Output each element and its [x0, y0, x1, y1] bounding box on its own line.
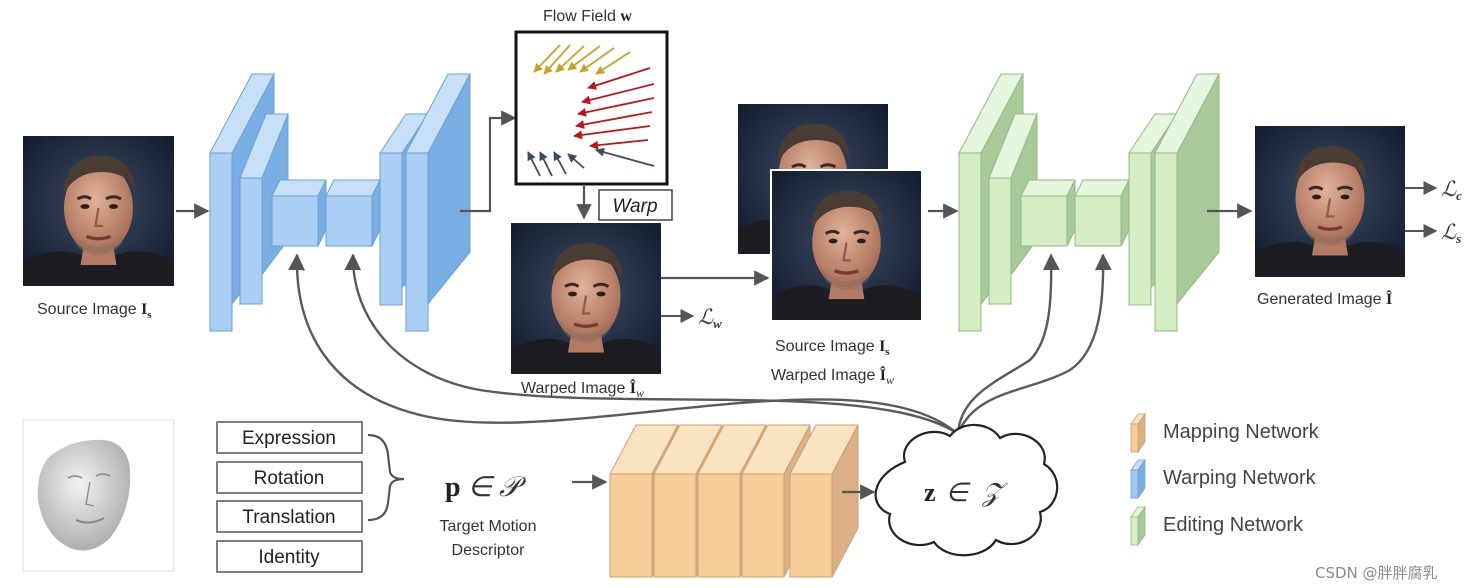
flow-vector [539, 151, 553, 177]
flow-vector [595, 51, 631, 75]
pair-caption-warped: Warped Image Îw [771, 365, 894, 387]
image-pair-front [770, 169, 921, 320]
edit-layer-4 [1154, 72, 1220, 333]
flow-vector [579, 47, 615, 73]
warped-image-caption: Warped Image Îw [521, 378, 644, 400]
generated-image [1255, 126, 1405, 277]
curve-to-edit-bottleneck-2 [956, 253, 1112, 435]
edit-bottleneck-1 [1020, 179, 1076, 247]
flow-vector [543, 44, 571, 75]
flow-vector [587, 67, 651, 90]
target-motion-label-1: Target Motion [440, 518, 537, 535]
motion-formula: p ∈ 𝒫 [445, 472, 527, 503]
descriptor-expression: Expression [216, 421, 363, 454]
descriptor-identity: Identity [216, 540, 363, 573]
svg-text:Translation: Translation [242, 507, 335, 528]
pair-caption-source: Source Image Is [775, 338, 890, 358]
legend: Mapping Network Warping Network Editing … [1130, 412, 1320, 547]
loss-w: ℒw [698, 305, 722, 331]
curve-to-edit-bottleneck-1 [956, 253, 1060, 435]
flow-vector [527, 151, 541, 177]
curve-to-warp-bottleneck-2 [344, 253, 959, 435]
latent-feedback-curves [288, 253, 1112, 435]
flow-vector [567, 45, 601, 71]
watermark: CSDN @胖胖腐乳 [1315, 564, 1438, 582]
warp-bottleneck-2 [325, 179, 381, 247]
descriptor-brace [367, 433, 405, 522]
descriptor-list: Expression Rotation Translation Identity [216, 421, 363, 573]
svg-text:Warping Network: Warping Network [1163, 467, 1317, 489]
face-mesh-image [22, 419, 175, 572]
svg-text:Mapping Network: Mapping Network [1163, 421, 1320, 443]
map-layer-4 [741, 424, 811, 578]
legend-mapping-network: Mapping Network [1130, 412, 1320, 454]
flow-vector [567, 153, 585, 169]
curve-to-warp-bottleneck-1 [288, 253, 959, 435]
flow-vector [577, 97, 655, 117]
legend-warping-network: Warping Network [1130, 458, 1317, 500]
warp-layer-4 [405, 72, 471, 333]
legend-editing-network: Editing Network [1130, 505, 1304, 547]
flow-vector [575, 111, 653, 129]
flow-vector [589, 139, 649, 150]
loss-s: ℒs [1441, 220, 1461, 246]
editing-network [958, 72, 1220, 333]
legend-swatch-warping [1130, 469, 1139, 499]
loss-c: ℒc [1441, 177, 1462, 203]
svg-text:Editing Network: Editing Network [1163, 514, 1304, 536]
warp-bottleneck-1 [271, 179, 327, 247]
edit-layer-2 [988, 112, 1038, 306]
warping-network [209, 72, 471, 333]
warped-image [511, 223, 661, 374]
source-image [23, 136, 174, 286]
flow-vector [555, 45, 585, 73]
map-layer-5 [789, 424, 859, 578]
legend-swatch-mapping [1130, 423, 1139, 453]
warp-operation-label: Warp [612, 196, 657, 217]
source-image-caption: Source Image Is [37, 301, 152, 321]
warp-operation-box [598, 189, 673, 221]
flow-field-title: Flow Field w [543, 8, 632, 25]
flow-field-vectors [527, 44, 655, 177]
flow-vector [553, 151, 567, 175]
flow-vector [573, 125, 651, 140]
latent-cloud [874, 423, 1059, 557]
flow-field-box [514, 30, 669, 186]
warp-layer-2 [239, 112, 289, 306]
legend-swatch-editing [1130, 516, 1139, 546]
target-motion-label-2: Descriptor [452, 542, 526, 559]
svg-text:Identity: Identity [258, 547, 320, 568]
mapping-network [609, 424, 859, 578]
svg-text:Expression: Expression [242, 428, 336, 449]
flow-vector [533, 44, 561, 73]
flow-vector [581, 83, 655, 105]
edit-bottleneck-2 [1074, 179, 1130, 247]
flow-vector [595, 147, 655, 167]
arrow-warping-to-flow [460, 110, 517, 213]
descriptor-rotation: Rotation [216, 461, 363, 494]
svg-text:Rotation: Rotation [254, 468, 325, 489]
generated-image-caption: Generated Image Î [1257, 289, 1392, 308]
descriptor-translation: Translation [216, 500, 363, 533]
